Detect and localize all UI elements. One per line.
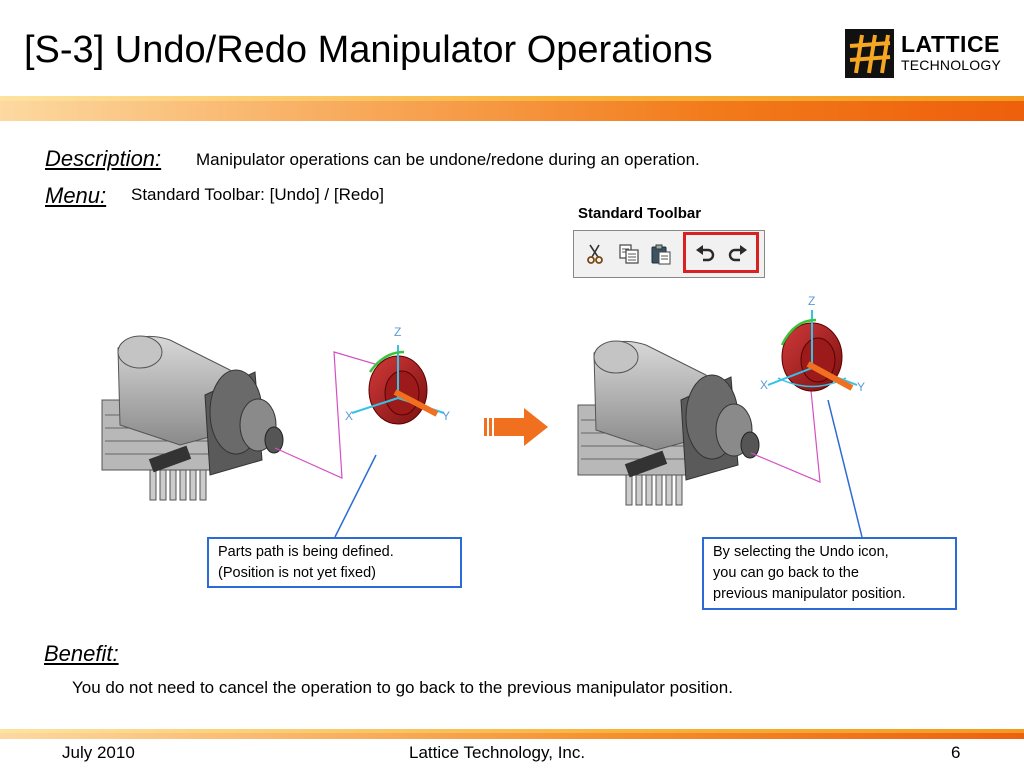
callout-left-line1: Parts path is being defined. <box>218 544 394 560</box>
toolbar-caption: Standard Toolbar <box>578 205 702 222</box>
engine-model-left <box>101 335 284 501</box>
engine-model-right <box>577 340 760 506</box>
axis-x-right: X <box>760 378 768 392</box>
axis-z-left: Z <box>394 325 401 339</box>
footer-band-top <box>0 729 1024 733</box>
axis-x-left: X <box>345 409 353 423</box>
callout-left-line2: (Position is not yet fixed) <box>218 565 376 581</box>
slide-title: [S-3] Undo/Redo Manipulator Operations <box>24 29 713 71</box>
redo-icon[interactable] <box>727 243 749 265</box>
benefit-label: Benefit: <box>44 641 119 666</box>
axis-y-right: Y <box>857 380 865 394</box>
menu-text: Standard Toolbar: [Undo] / [Redo] <box>131 185 384 204</box>
cut-icon[interactable] <box>584 243 606 265</box>
benefit-text: You do not need to cancel the operation … <box>72 678 733 697</box>
axis-z-right: Z <box>808 294 815 308</box>
lattice-logo: LATTICE TECHNOLOGY <box>845 28 1001 80</box>
callout-right-line2: you can go back to the <box>713 565 859 581</box>
manipulator-left: Z Y X <box>345 325 450 425</box>
menu-label: Menu: <box>45 183 107 208</box>
description-text: Manipulator operations can be undone/red… <box>196 150 700 169</box>
logo-subtitle: TECHNOLOGY <box>901 57 1002 73</box>
footer-date: July 2010 <box>62 743 135 762</box>
callout-right: By selecting the Undo icon, you can go b… <box>702 537 957 610</box>
axis-y-left: Y <box>442 409 450 423</box>
copy-icon[interactable] <box>618 243 640 265</box>
page-number: 6 <box>951 743 961 762</box>
lattice-logo-mark <box>845 29 894 78</box>
manipulator-right: Z Y X <box>760 294 865 394</box>
callout-left: Parts path is being defined. (Position i… <box>207 537 462 588</box>
right-arrow-icon <box>484 408 548 446</box>
callout-right-line1: By selecting the Undo icon, <box>713 544 889 560</box>
paste-icon[interactable] <box>650 243 672 265</box>
logo-name: LATTICE <box>901 31 1000 57</box>
description-label: Description: <box>45 146 162 171</box>
callout-right-line3: previous manipulator position. <box>713 586 906 602</box>
footer-band <box>0 733 1024 739</box>
undo-icon[interactable] <box>694 243 716 265</box>
header-band <box>0 101 1024 121</box>
undo-redo-highlight <box>683 232 759 273</box>
footer-company: Lattice Technology, Inc. <box>409 743 586 762</box>
header-band-top <box>0 96 1024 101</box>
